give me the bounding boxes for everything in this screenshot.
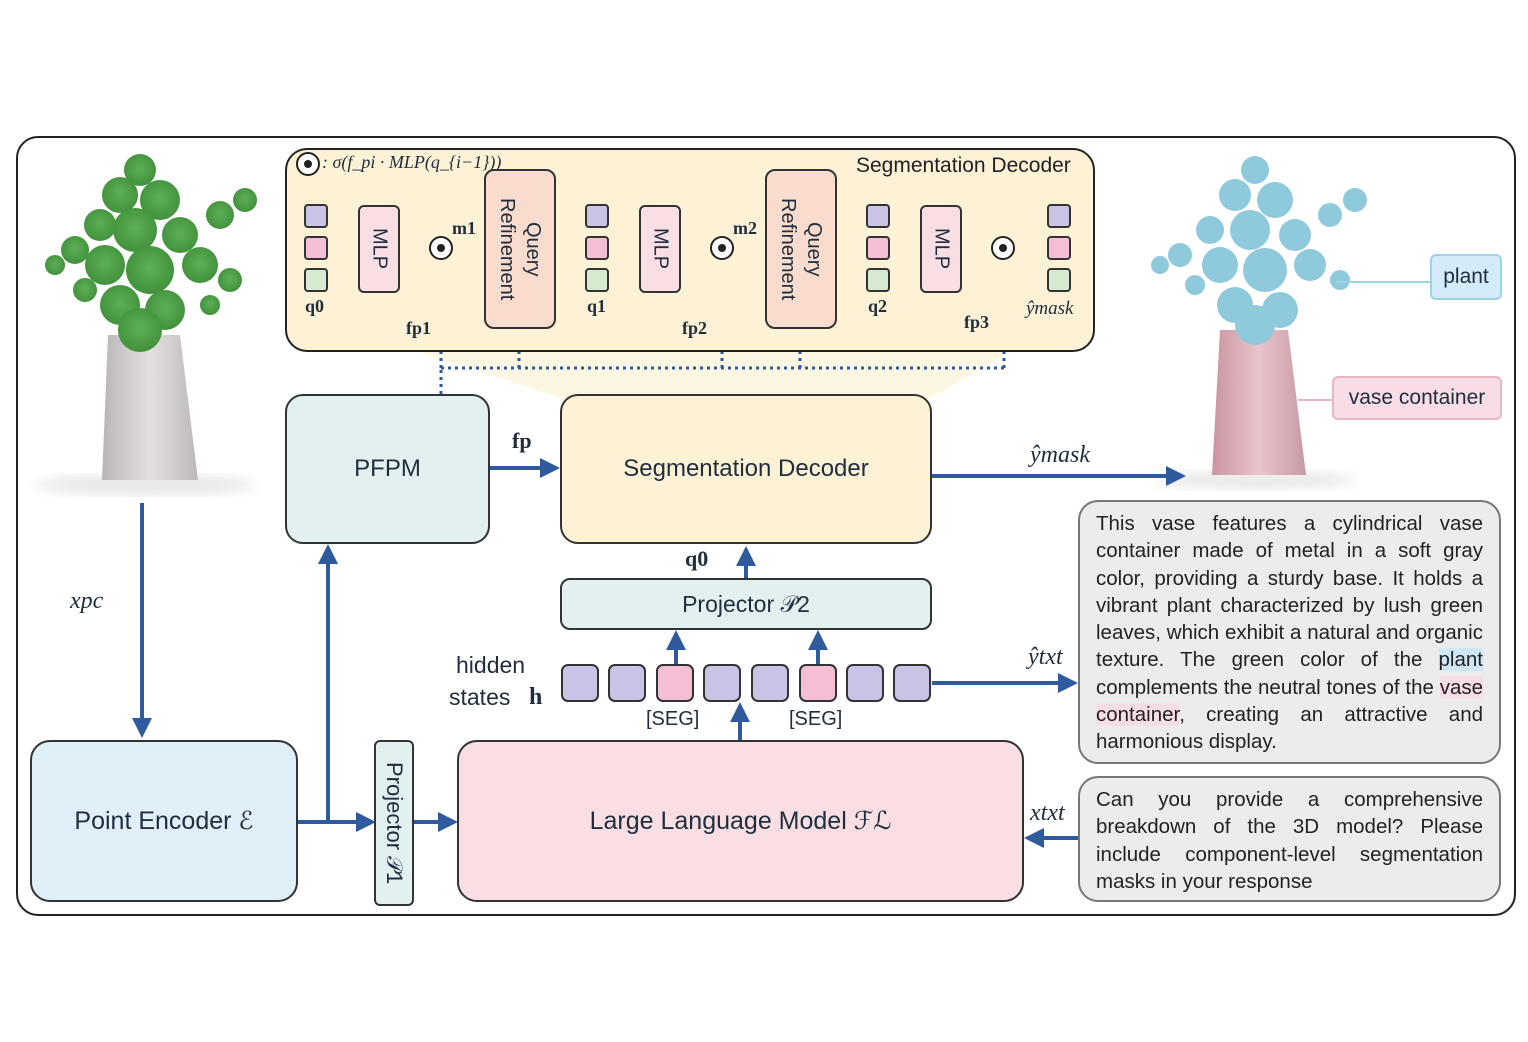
label-fp2: fp2 xyxy=(682,318,708,338)
hidden-state-token xyxy=(561,664,599,702)
label-ytxt: ŷtxt xyxy=(1028,644,1063,670)
decoder-formula: : σ(f_pi · MLP(q_{i−1})) xyxy=(322,152,502,172)
mlp-block: MLP xyxy=(639,205,681,293)
label-ymask-output: ŷmask xyxy=(1030,442,1090,468)
query-refinement-block: Query Refinement xyxy=(765,169,837,329)
hidden-state-token xyxy=(608,664,646,702)
segmentation-decoder-block: Segmentation Decoder xyxy=(560,394,932,544)
label-states: states xyxy=(449,684,511,710)
mlp-block: MLP xyxy=(358,205,400,293)
mask-cell xyxy=(1047,268,1071,292)
prompt-text-box: Can you provide a comprehensive breakdow… xyxy=(1078,776,1501,902)
query-cell xyxy=(304,236,328,260)
query-cell xyxy=(866,204,890,228)
query-cell xyxy=(585,236,609,260)
label-m1: m1 xyxy=(452,218,476,238)
label-hidden: hidden xyxy=(456,652,526,678)
decoder-panel-title: Segmentation Decoder xyxy=(856,154,1071,177)
hidden-state-token xyxy=(751,664,789,702)
label-q0: q0 xyxy=(685,546,709,571)
query-cell xyxy=(585,204,609,228)
projector2-block: Projector 𝒫2 xyxy=(560,578,932,630)
highlight-plant: plant xyxy=(1438,648,1483,672)
query-cell xyxy=(866,268,890,292)
llm-block: Large Language Model ℱℒ xyxy=(457,740,1024,902)
response-text-part2: complements the neutral tones of the xyxy=(1096,675,1440,699)
hidden-state-token xyxy=(846,664,884,702)
seg-hidden-state-token xyxy=(799,664,837,702)
label-fp1: fp1 xyxy=(406,318,432,338)
label-q1-panel: q1 xyxy=(587,296,607,316)
diagram-frame xyxy=(16,136,1516,916)
projector1-block: Projector 𝒫1 xyxy=(374,740,414,906)
response-text-part1: This vase features a cylindrical vase co… xyxy=(1096,512,1483,672)
odot-legend-icon xyxy=(296,152,320,176)
pfpm-block: PFPM xyxy=(285,394,490,544)
query-cell xyxy=(304,204,328,228)
odot-icon xyxy=(429,236,453,260)
label-q0-panel: q0 xyxy=(305,296,325,316)
seg-hidden-state-token xyxy=(656,664,694,702)
point-encoder-block: Point Encoder ℰ xyxy=(30,740,298,902)
response-text-part3: , creating an attractive and harmonious … xyxy=(1096,703,1483,754)
tag-vase-container: vase container xyxy=(1332,376,1502,420)
input-point-cloud xyxy=(35,154,257,495)
output-point-cloud xyxy=(1151,156,1367,489)
query-cell xyxy=(304,268,328,292)
mlp-block: MLP xyxy=(920,205,962,293)
label-q2-panel: q2 xyxy=(868,296,888,316)
tag-plant: plant xyxy=(1430,254,1502,300)
mask-cell xyxy=(1047,236,1071,260)
label-m2: m2 xyxy=(733,218,757,238)
label-ymask-panel: ŷmask xyxy=(1026,298,1074,319)
label-fp3: fp3 xyxy=(964,312,990,332)
label-fp: fp xyxy=(512,428,532,453)
label-xtxt: xtxt xyxy=(1030,800,1065,826)
mask-cell xyxy=(1047,204,1071,228)
odot-icon xyxy=(710,236,734,260)
query-cell xyxy=(585,268,609,292)
label-xpc: xpc xyxy=(70,588,104,614)
hidden-state-token xyxy=(893,664,931,702)
seg-token-label: [SEG] xyxy=(789,708,843,730)
hidden-state-token xyxy=(703,664,741,702)
odot-icon xyxy=(991,236,1015,260)
query-cell xyxy=(866,236,890,260)
seg-token-label: [SEG] xyxy=(646,708,700,730)
response-text-box: This vase features a cylindrical vase co… xyxy=(1078,500,1501,764)
query-refinement-block: Query Refinement xyxy=(484,169,556,329)
label-h: h xyxy=(529,684,543,710)
